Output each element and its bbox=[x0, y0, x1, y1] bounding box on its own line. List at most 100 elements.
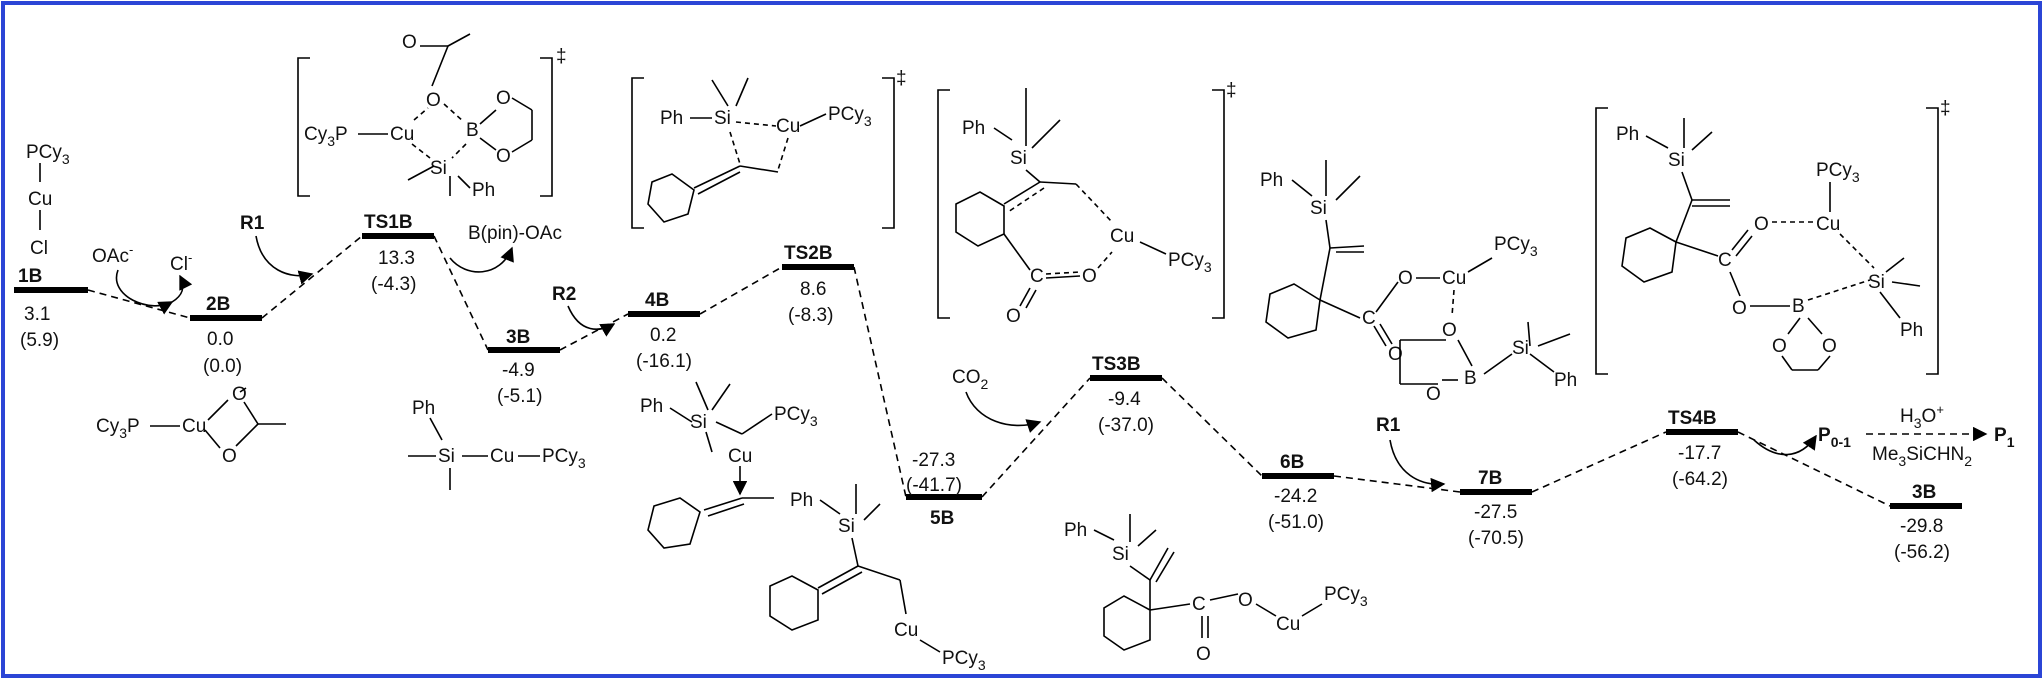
label-7B: 7B bbox=[1478, 468, 1502, 489]
energy2-4B: (-16.1) bbox=[636, 351, 692, 372]
energy2-2B: (0.0) bbox=[203, 356, 242, 377]
svg-text:O: O bbox=[426, 90, 441, 111]
svg-text:Cu: Cu bbox=[390, 124, 414, 145]
svg-text:O: O bbox=[1388, 344, 1403, 365]
energy-7B: -27.5 bbox=[1474, 502, 1517, 523]
energy-TS4B: -17.7 bbox=[1678, 443, 1721, 464]
structure-3B: Ph Si Cu PCy3 bbox=[408, 398, 586, 490]
label-4B: 4B bbox=[645, 290, 669, 311]
reagent-r2: R2 bbox=[552, 284, 576, 305]
svg-text:O: O bbox=[1398, 268, 1413, 289]
svg-text:‡: ‡ bbox=[1940, 98, 1951, 119]
svg-text:Ph: Ph bbox=[1616, 124, 1639, 145]
svg-text:PCy3: PCy3 bbox=[1494, 234, 1538, 259]
reagent-oac: OAc- bbox=[92, 242, 133, 267]
svg-text:Cu: Cu bbox=[776, 116, 800, 137]
reagent-arrows: OAc- Cl- R1 B(pin)-OAc R2 CO2 R1 P0-1 H3… bbox=[92, 213, 2015, 493]
label-5B: 5B bbox=[930, 508, 954, 529]
svg-text:PCy3: PCy3 bbox=[1816, 160, 1860, 185]
reagent-co2: CO2 bbox=[952, 367, 989, 392]
label-3B-end: 3B bbox=[1912, 482, 1936, 503]
energy2-1B: (5.9) bbox=[20, 330, 59, 351]
svg-text:Cy3P: Cy3P bbox=[96, 416, 140, 441]
svg-text:Cl: Cl bbox=[30, 238, 48, 259]
svg-text:Cu: Cu bbox=[182, 416, 206, 437]
svg-text:Si: Si bbox=[1512, 338, 1529, 359]
svg-text:Cu: Cu bbox=[1816, 214, 1840, 235]
svg-text:PCy3: PCy3 bbox=[828, 104, 872, 129]
svg-text:O: O bbox=[1732, 298, 1747, 319]
energy2-6B: (-51.0) bbox=[1268, 512, 1324, 533]
energy2-TS2B: (-8.3) bbox=[788, 305, 833, 326]
label-TS4B: TS4B bbox=[1668, 408, 1717, 429]
svg-text:Cu: Cu bbox=[1276, 614, 1300, 635]
reagent-h3o: H3O+ bbox=[1900, 402, 1944, 431]
svg-text:‡: ‡ bbox=[896, 68, 907, 89]
svg-text:‡: ‡ bbox=[556, 46, 567, 67]
svg-text:O: O bbox=[1082, 266, 1097, 287]
label-2B: 2B bbox=[206, 294, 230, 315]
energy-5B: -27.3 bbox=[912, 450, 955, 471]
energy2-7B: (-70.5) bbox=[1468, 528, 1524, 549]
svg-text:B: B bbox=[1792, 296, 1805, 317]
energy2-TS1B: (-4.3) bbox=[371, 274, 416, 295]
reagent-me3sichn2: Me3SiCHN2 bbox=[1872, 444, 1972, 469]
svg-text:Cu: Cu bbox=[490, 446, 514, 467]
svg-text:Ph: Ph bbox=[1260, 170, 1283, 191]
svg-text:Si: Si bbox=[1112, 544, 1129, 565]
energy-3B-end: -29.8 bbox=[1900, 516, 1943, 537]
svg-text:Ph: Ph bbox=[660, 108, 683, 129]
svg-text:PCy3: PCy3 bbox=[942, 648, 986, 673]
svg-text:C: C bbox=[1718, 250, 1732, 271]
svg-text:O: O bbox=[1822, 336, 1837, 357]
energy-1B: 3.1 bbox=[24, 304, 50, 325]
svg-text:Ph: Ph bbox=[790, 490, 813, 511]
svg-text:Si: Si bbox=[430, 158, 447, 179]
energy2-3B: (-5.1) bbox=[497, 386, 542, 407]
label-1B: 1B bbox=[18, 266, 42, 287]
svg-text:Ph: Ph bbox=[1064, 520, 1087, 541]
label-6B: 6B bbox=[1280, 452, 1304, 473]
svg-text:Cu: Cu bbox=[1110, 226, 1134, 247]
svg-text:O: O bbox=[1006, 306, 1021, 327]
energy-3B: -4.9 bbox=[502, 360, 535, 381]
svg-text:Cu: Cu bbox=[728, 446, 752, 467]
structure-4B: Ph Si PCy3 Cu bbox=[640, 381, 818, 549]
product-p1: P1 bbox=[1994, 425, 2015, 450]
structure-6B: Ph Si C O O Cu PCy3 bbox=[1064, 514, 1368, 665]
reagent-bpin-oac: B(pin)-OAc bbox=[468, 223, 562, 244]
structure-5B: Ph Si Cu PCy3 bbox=[769, 484, 986, 673]
svg-text:O: O bbox=[496, 88, 511, 109]
svg-text:Si: Si bbox=[714, 108, 731, 129]
label-TS1B: TS1B bbox=[364, 212, 413, 233]
svg-text:O: O bbox=[496, 146, 511, 167]
svg-text:Si: Si bbox=[838, 516, 855, 537]
level-labels: 1B 3.1 (5.9) 2B 0.0 (0.0) TS1B 13.3 (-4.… bbox=[18, 212, 1950, 563]
structure-TS4B: ‡ Ph Si C O Cu PCy3 O B Si Ph O O bbox=[1595, 98, 1951, 375]
svg-text:Cy3P: Cy3P bbox=[304, 124, 348, 149]
label-3B: 3B bbox=[506, 327, 530, 348]
energy-TS2B: 8.6 bbox=[800, 279, 826, 300]
svg-text:C: C bbox=[1192, 594, 1206, 615]
svg-text:O: O bbox=[1196, 644, 1211, 665]
svg-text:O: O bbox=[1754, 214, 1769, 235]
energy2-TS4B: (-64.2) bbox=[1672, 469, 1728, 490]
structure-1B: PCy3 Cu Cl bbox=[26, 142, 70, 259]
svg-text:B: B bbox=[466, 120, 479, 141]
svg-text:Si: Si bbox=[1310, 198, 1327, 219]
svg-text:PCy3: PCy3 bbox=[26, 142, 70, 167]
connectors bbox=[87, 235, 1891, 507]
energy-4B: 0.2 bbox=[650, 325, 676, 346]
energy-TS3B: -9.4 bbox=[1108, 389, 1141, 410]
svg-text:Si: Si bbox=[690, 412, 707, 433]
energy2-5B: (-41.7) bbox=[906, 475, 962, 496]
energy2-TS3B: (-37.0) bbox=[1098, 415, 1154, 436]
product-p01: P0-1 bbox=[1818, 425, 1851, 450]
svg-text:Cu: Cu bbox=[894, 620, 918, 641]
svg-text:C: C bbox=[1030, 266, 1044, 287]
svg-text:Cu: Cu bbox=[1442, 268, 1466, 289]
svg-text:O: O bbox=[1442, 320, 1457, 341]
